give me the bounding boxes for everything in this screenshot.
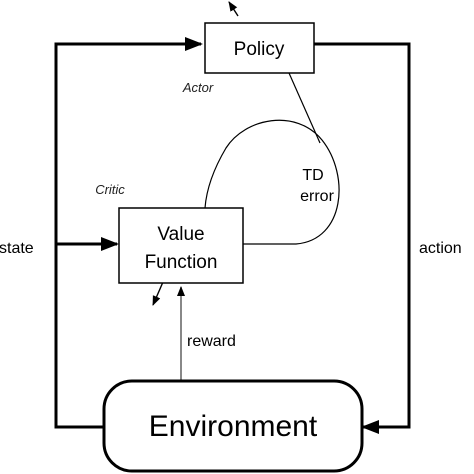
policy-label: Policy	[234, 39, 285, 60]
td-error-line	[204, 119, 340, 245]
actor-label: Actor	[182, 80, 214, 95]
policy-update-arrow	[228, 1, 239, 17]
environment-box	[102, 379, 364, 473]
td-error-label-line1: TD	[302, 167, 323, 184]
action-label: action	[419, 240, 462, 257]
environment-label: Environment	[149, 410, 318, 443]
state-label: state	[0, 240, 34, 257]
critic-update-arrow	[152, 281, 164, 306]
value-function-label-line2: Function	[145, 252, 218, 273]
policy-box	[204, 22, 315, 74]
td-error-label-line2: error	[300, 188, 334, 205]
action-loop-line	[314, 42, 411, 434]
reward-label: reward	[187, 333, 236, 350]
critic-label: Critic	[95, 182, 125, 197]
state-loop-line	[54, 37, 203, 429]
td-error-to-policy-line	[288, 72, 321, 144]
value-function-label-line1: Value	[157, 224, 204, 245]
value-function-box	[118, 207, 244, 284]
